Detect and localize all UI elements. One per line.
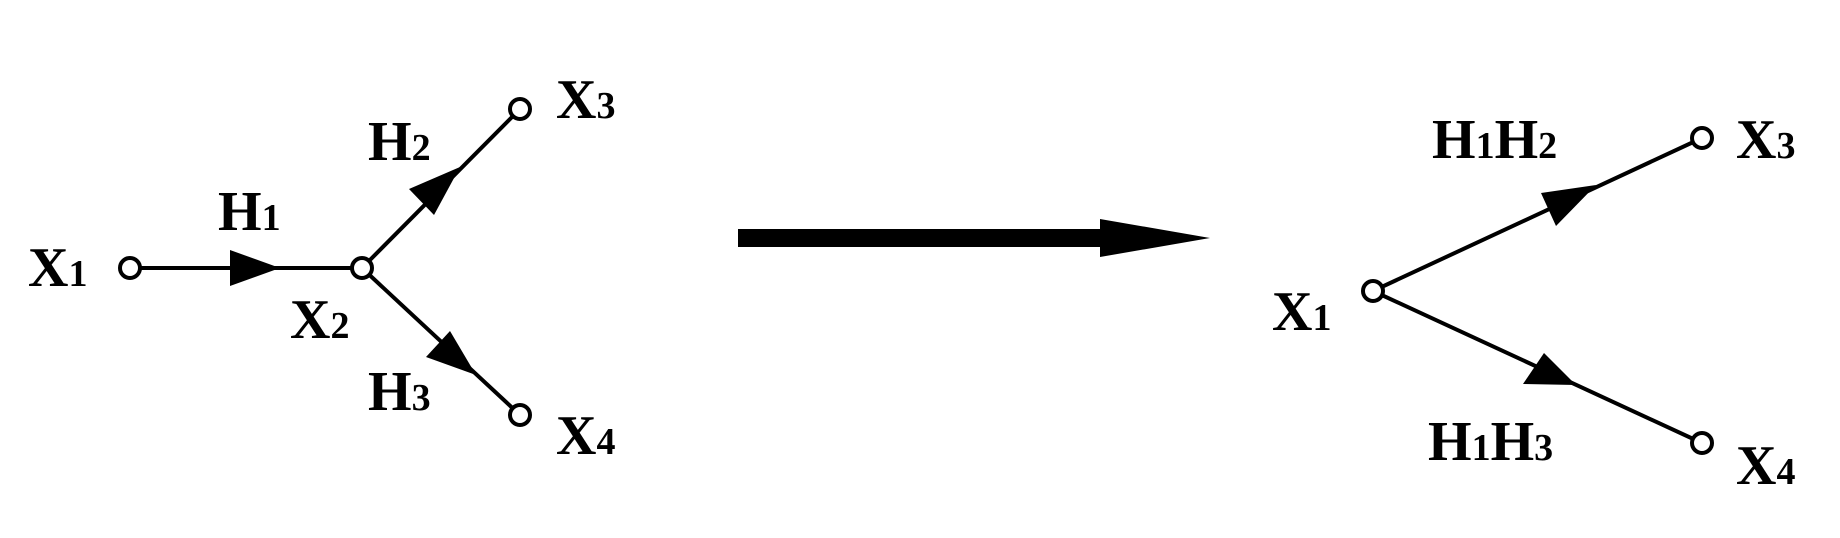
node-label-x3: X3 [1736, 109, 1795, 171]
node-label-x2: X2 [290, 289, 349, 351]
node-label-x4: X4 [1736, 435, 1795, 497]
node-x2 [350, 256, 374, 280]
node-x1 [1361, 279, 1385, 303]
edge-label-h3: H3 [368, 361, 431, 423]
node-label-x3: X3 [556, 69, 615, 131]
arrowhead-x2-x4 [426, 331, 476, 375]
node-x4 [1690, 431, 1714, 455]
right-signal-flow-graph: X1 X3 X4 H1H2 H1H3 [1272, 109, 1795, 497]
transformation-arrow-shaft [738, 229, 1104, 247]
arrowhead-x1-x3 [1541, 185, 1596, 226]
node-x3 [508, 97, 532, 121]
edge-label-h1h2: H1H2 [1432, 109, 1557, 171]
arrowhead-x1-x2 [230, 250, 280, 286]
node-x1 [118, 256, 142, 280]
edge-x1-x3 [1371, 136, 1704, 293]
node-label-x1: X1 [1272, 281, 1331, 343]
edge-label-h1: H1 [218, 181, 281, 243]
edge-label-h1h3: H1H3 [1428, 411, 1553, 473]
left-signal-flow-graph: X1 X2 X3 X4 H1 H2 H3 [28, 69, 615, 467]
transformation-arrow-head [1100, 219, 1210, 257]
arrowhead-x1-x4 [1523, 353, 1576, 385]
node-label-x4: X4 [556, 405, 615, 467]
node-x4 [508, 403, 532, 427]
node-label-x1: X1 [28, 237, 87, 299]
transformation-arrow [738, 219, 1210, 257]
arrowhead-x2-x3 [409, 167, 460, 215]
node-x3 [1690, 126, 1714, 150]
edge-label-h2: H2 [368, 111, 431, 173]
